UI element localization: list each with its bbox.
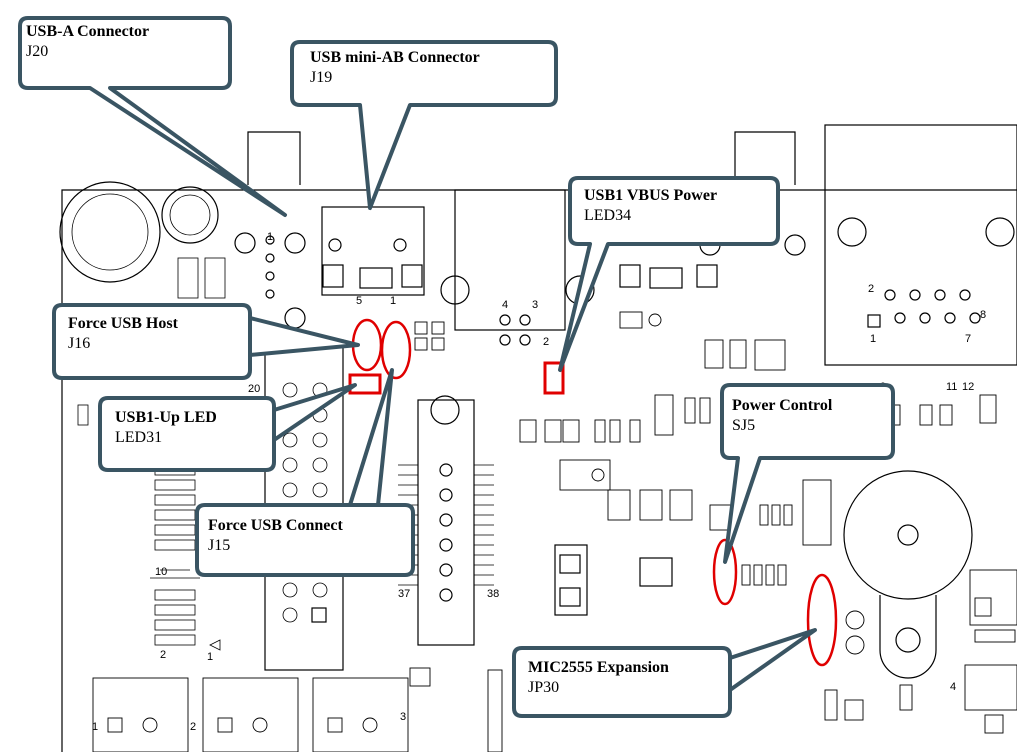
- callout-title: USB mini-AB Connector: [310, 49, 480, 66]
- pin-label: 1: [207, 651, 213, 663]
- battery-holder: [843, 470, 973, 600]
- callout-mic2555-expansion: MIC2555 Expansion JP30: [528, 658, 669, 698]
- pin-label: 4: [502, 299, 508, 311]
- callout-ref: J16: [68, 335, 91, 352]
- pin-label: 37: [398, 588, 410, 600]
- pin-label: 2: [190, 721, 196, 733]
- callout-ref: J20: [26, 43, 49, 60]
- callout-usb-a: USB-A Connector J20: [26, 22, 149, 62]
- callout-ref: JP30: [528, 679, 560, 696]
- callout-bubble-usb-a: [18, 16, 287, 217]
- pin-label: 1: [92, 721, 98, 733]
- mount-hole: [59, 181, 161, 283]
- expansion-connector: [417, 399, 475, 646]
- pin-label: 7: [965, 333, 971, 345]
- mount-hole: [161, 186, 219, 244]
- callout-usb-mini-ab: USB mini-AB Connector J19: [310, 48, 480, 88]
- pin-label: 1: [267, 231, 273, 243]
- callout-title: USB1-Up LED: [115, 409, 217, 426]
- pin-label: 10: [155, 566, 167, 578]
- pin-label: 2: [868, 283, 874, 295]
- callout-ref: LED31: [115, 429, 163, 446]
- pin-label: 2: [543, 336, 549, 348]
- callout-force-usb-connect: Force USB Connect J15: [208, 516, 343, 556]
- callout-bubble-mini-ab: [290, 40, 558, 210]
- callout-usb1-vbus: USB1 VBUS Power LED34: [584, 186, 717, 226]
- callout-ref: J19: [310, 69, 333, 86]
- callout-force-usb-host: Force USB Host J16: [68, 314, 178, 354]
- callout-bubble-mic2555: [512, 628, 817, 718]
- pin-label: 3: [532, 299, 538, 311]
- pin-label: 1: [390, 295, 396, 307]
- pin-label: 11: [946, 381, 957, 393]
- pin-label: 2: [160, 649, 166, 661]
- highlight-sj5: [712, 538, 738, 606]
- callout-title: USB1 VBUS Power: [584, 187, 718, 204]
- pin-label: 12: [962, 381, 974, 393]
- callout-bubble-host: [52, 303, 360, 380]
- highlight-j15: [380, 320, 412, 380]
- callout-title: Force USB Host: [68, 315, 178, 332]
- callout-ref: SJ5: [732, 417, 756, 434]
- callout-usb1-up-led: USB1-Up LED LED31: [115, 408, 217, 448]
- pin-label: 5: [356, 295, 362, 307]
- pin-label: 3: [400, 711, 406, 723]
- callout-title: USB-A Connector: [26, 23, 150, 40]
- ic-chip: [639, 557, 673, 587]
- callout-title: MIC2555 Expansion: [528, 659, 669, 676]
- pin-label: 38: [487, 588, 499, 600]
- pin-label: 1: [870, 333, 876, 345]
- usb-mini-ab-connector: [321, 206, 425, 296]
- highlight-led34: [543, 361, 565, 395]
- pin-label: 20: [248, 383, 260, 395]
- highlight-led31: [348, 373, 382, 395]
- callout-bubble-connect: [195, 368, 415, 577]
- callout-power-control: Power Control SJ5: [732, 396, 832, 436]
- ethernet-jack: [824, 124, 1017, 366]
- pin-label: 4: [950, 681, 956, 693]
- callout-ref: J15: [208, 537, 231, 554]
- callout-bubble-usb1-up: [98, 383, 357, 472]
- callout-bubble-vbus: [558, 176, 780, 372]
- usb-a-connector: [247, 131, 301, 185]
- callout-ref: LED34: [584, 207, 632, 224]
- callout-title: Power Control: [732, 397, 833, 414]
- highlight-jp30: [806, 573, 838, 667]
- callout-title: Force USB Connect: [208, 517, 343, 534]
- pin-label: 8: [980, 309, 986, 321]
- callout-bubble-power: [720, 383, 895, 564]
